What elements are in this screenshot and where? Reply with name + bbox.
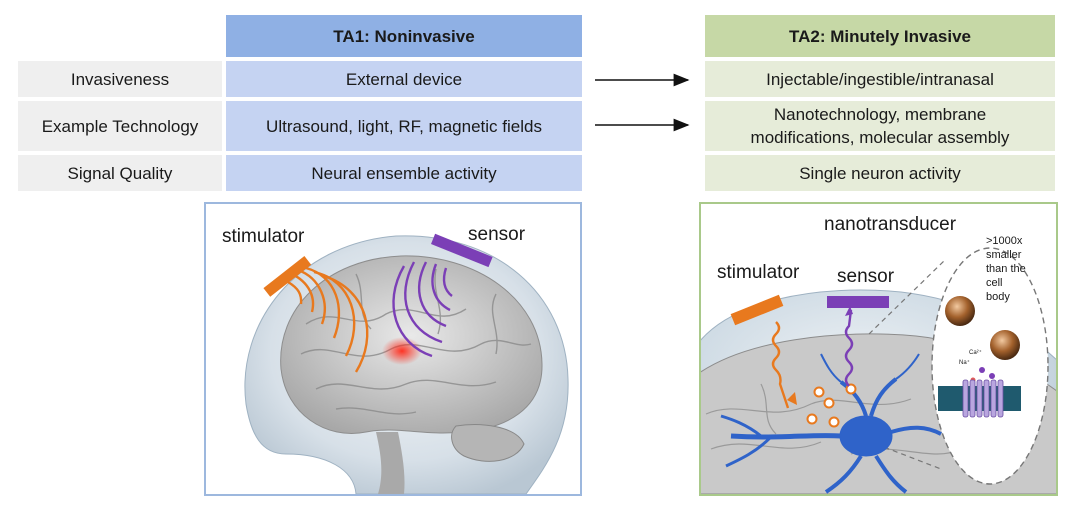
- sensor-label: sensor: [837, 266, 895, 287]
- ta1-signal-quality-cell: Neural ensemble activity: [226, 155, 582, 191]
- size-note-label: >1000x smaller than the cell body: [986, 235, 1026, 303]
- ta2-technology-cell: Nanotechnology, membrane modifications, …: [705, 101, 1055, 151]
- comparison-arrows: [595, 73, 690, 132]
- head-illustration: [244, 233, 569, 494]
- ta1-invasiveness-cell: External device: [226, 61, 582, 97]
- stimulator-label: stimulator: [222, 226, 305, 247]
- stimulation-wave: [771, 321, 790, 409]
- sensor-bar: [431, 233, 493, 268]
- nanotransducer-particles: [806, 383, 857, 428]
- nanotransducer-label: nanotransducer: [824, 214, 957, 235]
- stimulator-bar: [730, 294, 784, 326]
- row-label-invasiveness: Invasiveness: [18, 61, 222, 97]
- row-label-example-technology: Example Technology: [18, 101, 222, 151]
- ion-label-2: Na⁺: [959, 360, 970, 366]
- ta2-header: TA2: Minutely Invasive: [705, 15, 1055, 57]
- ta1-technology-cell: Ultrasound, light, RF, magnetic fields: [226, 101, 582, 151]
- cerebellum-shape: [451, 424, 525, 462]
- row-label-signal-quality: Signal Quality: [18, 155, 222, 191]
- ion-channel: [962, 379, 1004, 418]
- minutely-invasive-illustration-panel: nanotransducer stimulator sensor >1000x …: [699, 202, 1058, 496]
- target-hotspot: [382, 337, 422, 365]
- sensor-arrowhead: [845, 306, 853, 316]
- neuron: [720, 353, 942, 494]
- stimulation-waves: [287, 266, 369, 373]
- sensor-label: sensor: [468, 224, 526, 245]
- noninvasive-illustration-panel: stimulator sensor: [204, 202, 582, 496]
- stimulation-arrowhead: [787, 392, 797, 405]
- nanoparticle-large-2: [990, 330, 1020, 360]
- nanotransducer-illustration: [701, 247, 1056, 494]
- sensor-wave: [844, 309, 854, 387]
- sensor-waves: [392, 261, 453, 358]
- sensor-bar: [827, 296, 889, 308]
- ta2-invasiveness-cell: Injectable/ingestible/intranasal: [705, 61, 1055, 97]
- nanoparticle-large-1: [945, 296, 975, 326]
- ion-label-1: Ca²⁺: [969, 350, 982, 356]
- brainstem-shape: [376, 432, 405, 494]
- stimulator-bar: [263, 256, 312, 297]
- ta1-header: TA1: Noninvasive: [226, 15, 582, 57]
- stimulator-label: stimulator: [717, 262, 800, 283]
- ta2-signal-quality-cell: Single neuron activity: [705, 155, 1055, 191]
